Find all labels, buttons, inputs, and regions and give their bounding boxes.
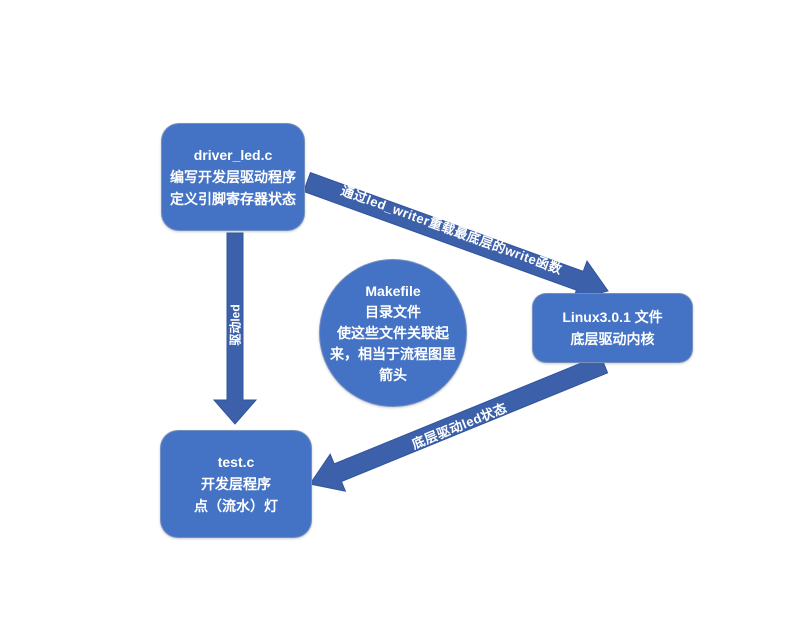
node-text-line: 底层驱动内核	[570, 331, 655, 347]
node-text-line: Makefile	[365, 282, 421, 299]
node-text-line: 开发层程序	[201, 476, 271, 492]
node-linux-file: Linux3.0.1 文件 底层驱动内核	[532, 293, 693, 363]
node-text-line: 定义引脚寄存器状态	[170, 191, 296, 207]
node-makefile-circle: Makefile 目录文件 使这些文件关联起 来，相当于流程图里 箭头	[319, 259, 467, 407]
node-text-line: Linux3.0.1 文件	[562, 309, 663, 325]
node-text-line: 使这些文件关联起	[337, 324, 449, 341]
node-driver-led-c: driver_led.c 编写开发层驱动程序 定义引脚寄存器状态	[161, 123, 305, 231]
arrow-linux-to-test	[309, 354, 609, 492]
node-text-line: 点（流水）灯	[194, 498, 278, 514]
node-test-c: test.c 开发层程序 点（流水）灯	[160, 430, 312, 538]
node-text-line: 箭头	[379, 366, 407, 383]
node-text-line: 来，相当于流程图里	[330, 345, 456, 362]
node-text-line: test.c	[217, 454, 255, 470]
node-text-line: 目录文件	[365, 303, 421, 320]
node-text-line: driver_led.c	[193, 147, 273, 163]
arrow-driver-to-test	[212, 232, 258, 425]
node-text-line: 编写开发层驱动程序	[170, 169, 296, 185]
